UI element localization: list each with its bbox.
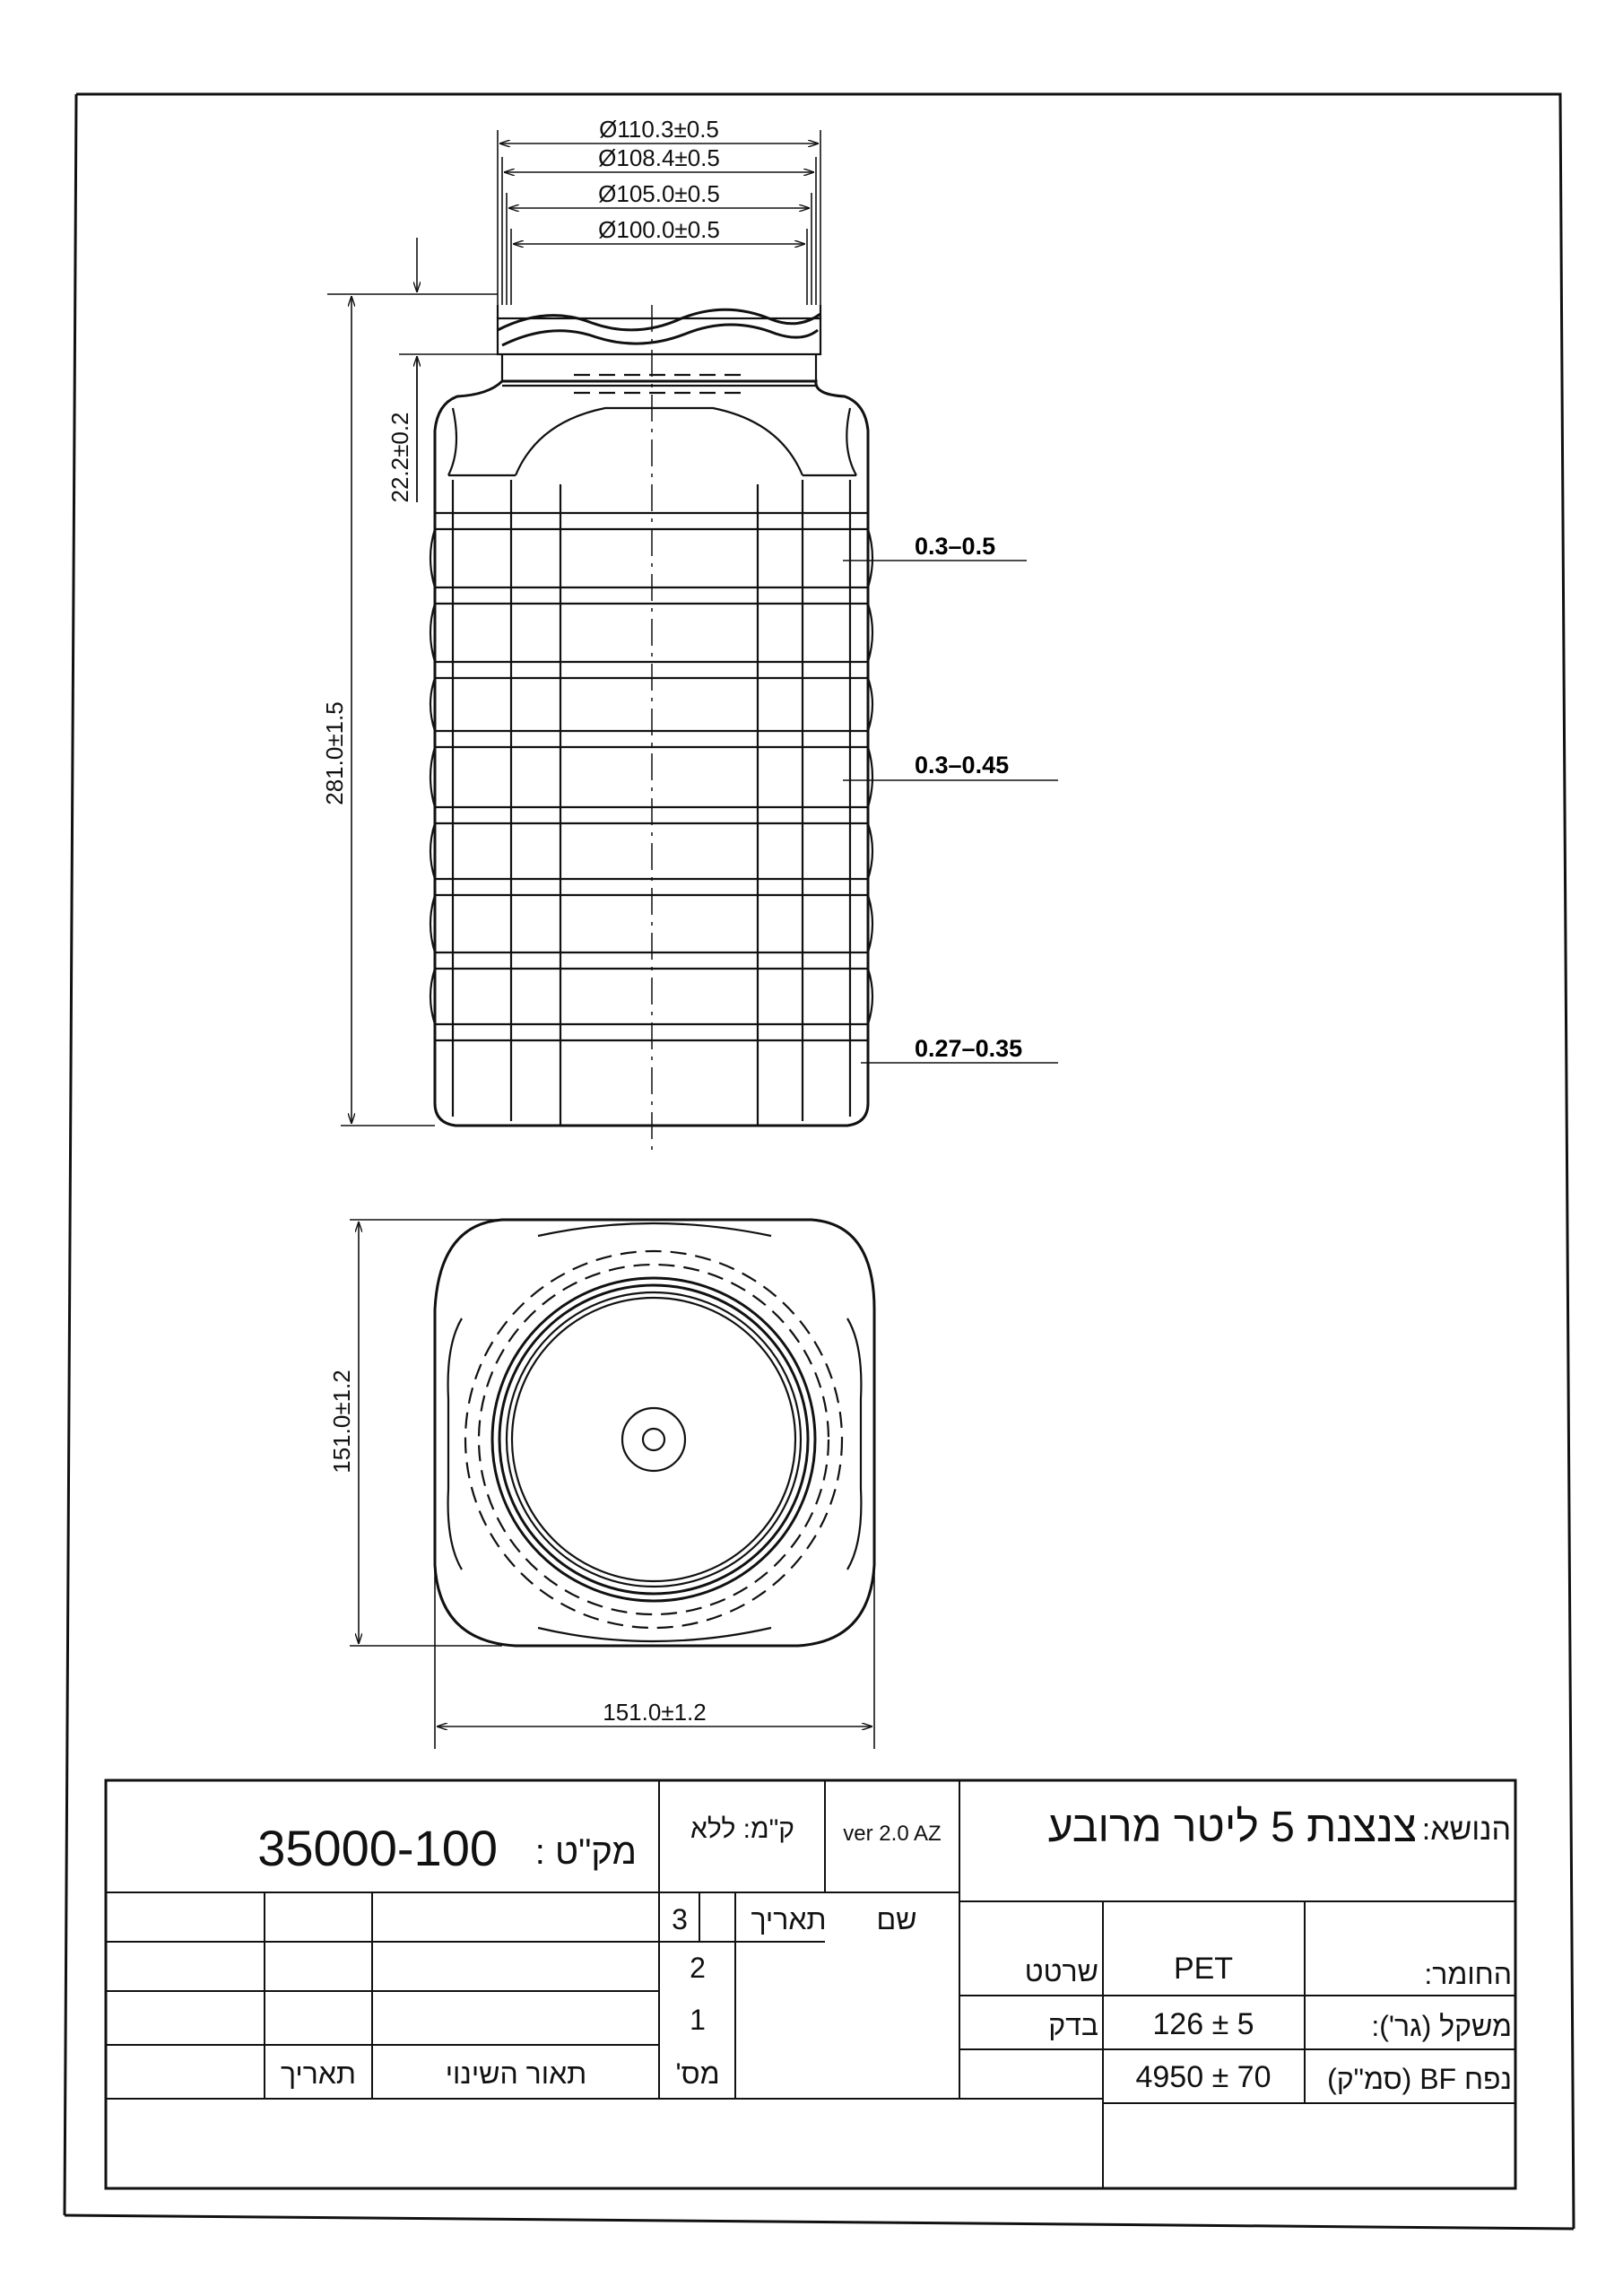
revision-1: 1 — [690, 2003, 706, 2036]
part-number: 35000-100 — [257, 1819, 498, 1876]
part-label: מק"ט : — [534, 1831, 637, 1872]
name-header: שם — [876, 1902, 917, 1935]
drawn-label: שרטט — [1024, 1954, 1098, 1987]
dim-total-height: 281.0±1.5 — [321, 701, 348, 804]
top-dimensions — [350, 1219, 875, 1749]
dim-depth: 151.0±1.2 — [328, 1370, 355, 1473]
change-date-header: תאריך — [280, 2057, 357, 2090]
page-frame — [76, 92, 1575, 2230]
version-label: ver 2.0 AZ — [843, 1822, 942, 1846]
front-dimensions — [327, 130, 1058, 1126]
scale-label: ק"מ: ללא — [690, 1814, 794, 1844]
revision-3: 3 — [672, 1902, 688, 1935]
checked-label: בדק — [1048, 2008, 1098, 2041]
wall-thickness-2: 0.3–0.45 — [915, 752, 1009, 778]
date-header: תאריך — [751, 1902, 827, 1935]
dim-neck-thread: Ø108.4±0.5 — [598, 144, 720, 171]
weight-label: משקל (גר'): — [1371, 2009, 1512, 2042]
material-value: PET — [1173, 1951, 1234, 1986]
front-view — [429, 305, 874, 1157]
subject-title: צנצנת 5 ליטר מרובע — [1047, 1804, 1417, 1851]
top-view — [433, 1218, 876, 1648]
material-label: החומר: — [1424, 1957, 1512, 1990]
subject-label: הנושא: — [1421, 1812, 1511, 1847]
page-frame-bottom — [64, 2213, 1575, 2231]
volume-label: נפח BF (סמ"ק) — [1327, 2062, 1512, 2095]
weight-value: 126 ± 5 — [1152, 2006, 1254, 2041]
revision-2: 2 — [690, 1951, 706, 1984]
volume-value: 4950 ± 70 — [1135, 2059, 1271, 2094]
dim-neck-outer: Ø110.3±0.5 — [599, 116, 719, 143]
title-block — [104, 1779, 1517, 2190]
rev-no-header: מס' — [675, 2057, 720, 2090]
wall-thickness-3: 0.27–0.35 — [915, 1035, 1022, 1062]
dim-width: 151.0±1.2 — [603, 1699, 706, 1726]
dim-neck-height: 22.2±0.2 — [386, 412, 413, 502]
change-desc-header: תאור השינוי — [445, 2057, 587, 2090]
dim-neck-mid: Ø105.0±0.5 — [598, 180, 720, 207]
page-frame-left — [63, 93, 78, 2216]
wall-thickness-1: 0.3–0.5 — [915, 533, 995, 560]
dim-neck-inner: Ø100.0±0.5 — [598, 216, 720, 243]
